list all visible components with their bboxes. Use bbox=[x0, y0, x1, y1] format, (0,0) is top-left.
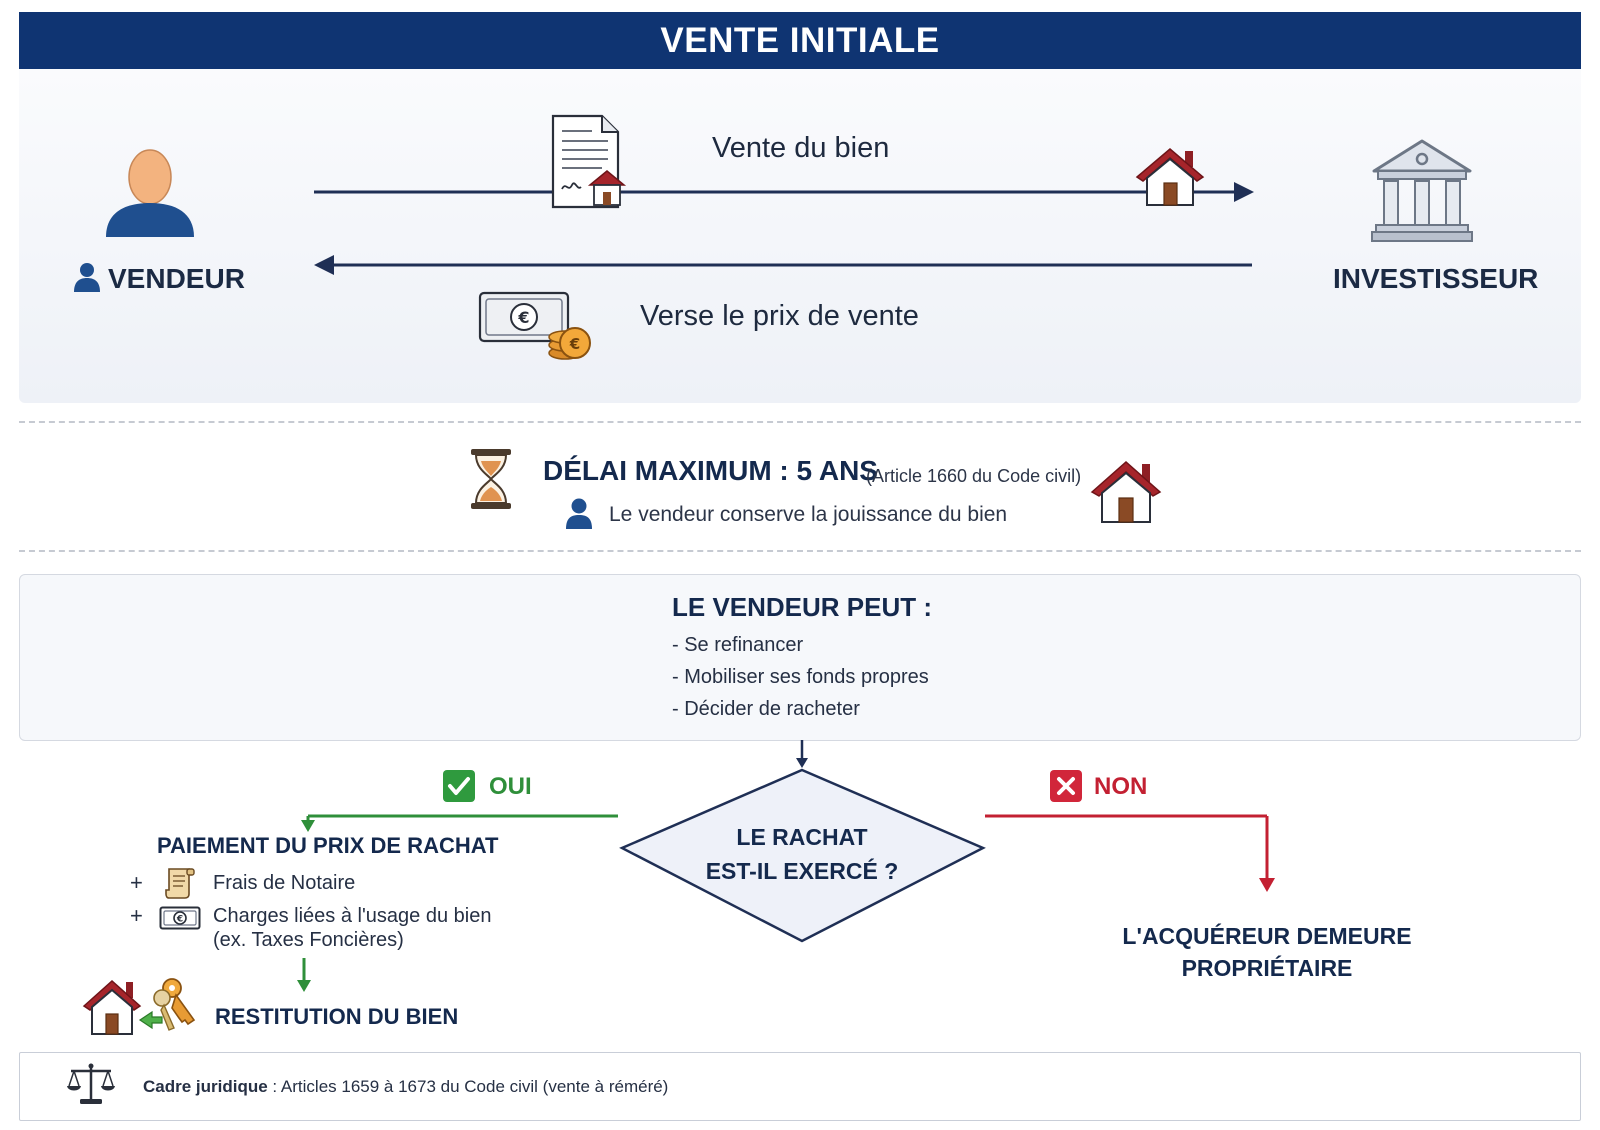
seller-label: VENDEUR bbox=[108, 263, 245, 294]
separator-middle bbox=[19, 550, 1581, 552]
plus-sign: + bbox=[130, 903, 143, 928]
cross-icon bbox=[1050, 770, 1082, 802]
scroll-icon bbox=[165, 868, 195, 899]
initial-sale-panel bbox=[19, 69, 1581, 403]
legal-framework-label: Cadre juridique bbox=[143, 1077, 268, 1096]
outcome-line-2: PROPRIÉTAIRE bbox=[1181, 955, 1353, 981]
investor-label: INVESTISSEUR bbox=[1333, 263, 1539, 294]
person-icon bbox=[106, 149, 194, 237]
deadline-note: Le vendeur conserve la jouissance du bie… bbox=[609, 503, 1008, 526]
options-title: LE VENDEUR PEUT : bbox=[672, 592, 933, 622]
outcome-line-1: L'ACQUÉREUR DEMEURE bbox=[1122, 923, 1412, 949]
house-keys-icon bbox=[82, 978, 196, 1035]
house-icon bbox=[1135, 148, 1205, 206]
decision-question: LE RACHAT EST-IL EXERCÉ ? bbox=[702, 820, 902, 888]
svg-text:€: € bbox=[517, 308, 529, 327]
svg-text:€: € bbox=[569, 335, 580, 353]
hourglass-icon bbox=[471, 449, 511, 509]
deadline-title: DÉLAI MAXIMUM : 5 ANS bbox=[543, 455, 878, 486]
repurchase-payment-title: PAIEMENT DU PRIX DE RACHAT bbox=[157, 833, 499, 858]
buyer-remains-owner: L'ACQUÉREUR DEMEURE PROPRIÉTAIRE bbox=[1107, 920, 1427, 984]
plus-sign: + bbox=[130, 870, 143, 895]
option-item: - Mobiliser ses fonds propres bbox=[672, 666, 929, 688]
sale-label: Vente du bien bbox=[712, 132, 890, 164]
payment-label: Verse le prix de vente bbox=[640, 300, 919, 332]
option-item: - Décider de racheter bbox=[672, 698, 860, 720]
decision-flow bbox=[301, 740, 1275, 943]
contract-icon bbox=[551, 114, 627, 209]
restitution-label: RESTITUTION DU BIEN bbox=[215, 1004, 459, 1029]
option-item: - Se refinancer bbox=[672, 634, 804, 656]
fee-charges: Charges liées à l'usage du bien bbox=[213, 905, 492, 927]
page-title: VENTE INITIALE bbox=[660, 20, 940, 60]
banknote-icon: € bbox=[159, 906, 201, 930]
legal-framework-articles: : Articles 1659 à 1673 du Code civil (ve… bbox=[267, 1077, 669, 1096]
legal-footer bbox=[19, 1052, 1581, 1121]
decision-line-2: EST-IL EXERCÉ ? bbox=[705, 858, 899, 884]
bank-icon bbox=[1371, 139, 1473, 242]
banknote-coins-icon: € € bbox=[478, 291, 591, 360]
scales-icon bbox=[67, 1063, 115, 1104]
decision-line-1: LE RACHAT bbox=[736, 824, 868, 850]
person-small-icon bbox=[566, 498, 592, 529]
down-arrow bbox=[297, 958, 311, 992]
person-small-icon bbox=[74, 263, 100, 292]
fee-charges-example: (ex. Taxes Foncières) bbox=[213, 929, 404, 951]
fee-notary: Frais de Notaire bbox=[213, 872, 356, 894]
payment-arrow bbox=[314, 255, 1252, 275]
seller-options-box bbox=[19, 574, 1581, 741]
svg-text:€: € bbox=[176, 915, 183, 925]
yes-label: OUI bbox=[489, 773, 532, 800]
legal-framework-text: Cadre juridique : Articles 1659 à 1673 d… bbox=[143, 1077, 668, 1097]
check-icon bbox=[443, 770, 475, 802]
house-icon bbox=[1090, 460, 1162, 523]
no-label: NON bbox=[1094, 773, 1148, 800]
deadline-article: (Article 1660 du Code civil) bbox=[866, 466, 1082, 486]
sale-arrow bbox=[314, 182, 1254, 202]
separator-top bbox=[19, 421, 1581, 423]
header-banner: VENTE INITIALE bbox=[19, 12, 1581, 69]
